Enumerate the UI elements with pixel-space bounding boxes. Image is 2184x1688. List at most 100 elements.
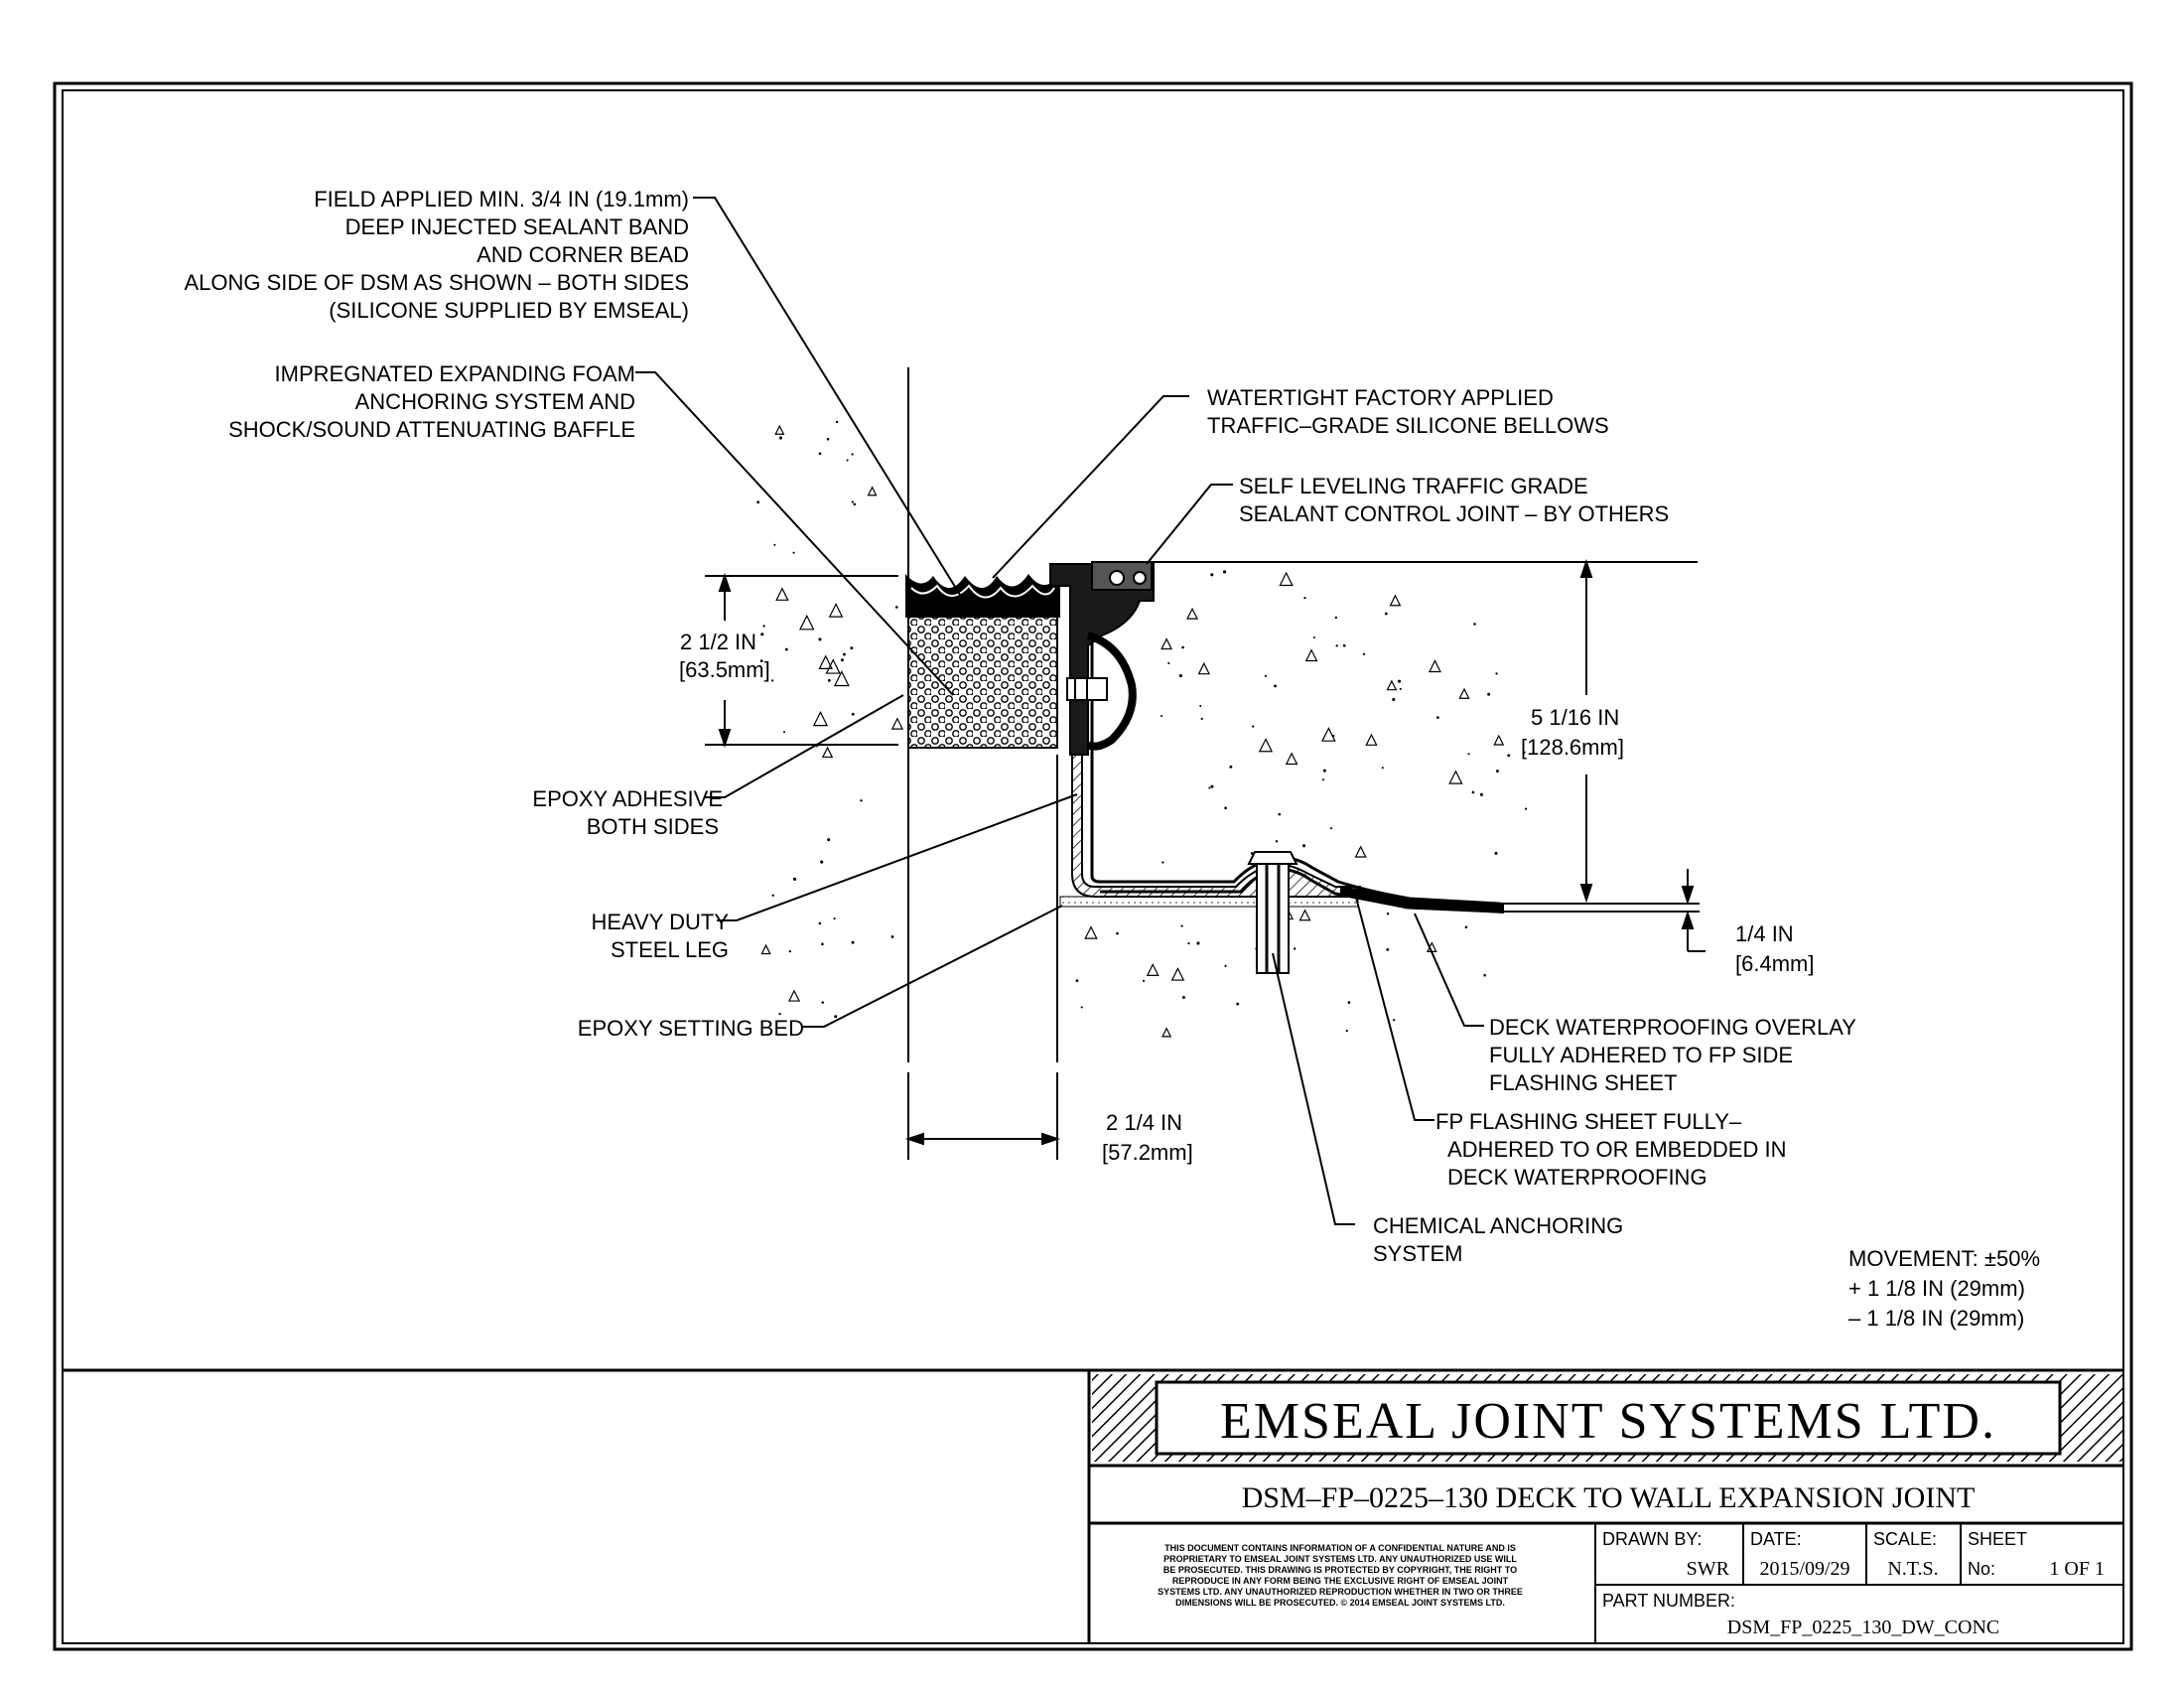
svg-text:AND CORNER BEAD: AND CORNER BEAD <box>477 242 689 267</box>
aggregate-dot <box>783 731 786 734</box>
callout-flashing: FP FLASHING SHEET FULLY– ADHERED TO OR E… <box>1435 1109 1786 1190</box>
aggregate-dot <box>1467 753 1470 756</box>
aggregate-dot <box>1275 840 1279 843</box>
date-label: DATE: <box>1750 1529 1802 1549</box>
sheet-label: SHEET <box>1968 1529 2027 1549</box>
aggregate-dot <box>1178 673 1182 678</box>
drawing-title: DSM–FP–0225–130 DECK TO WALL EXPANSION J… <box>1242 1481 1976 1514</box>
svg-text:IMPREGNATED EXPANDING FOAM: IMPREGNATED EXPANDING FOAM <box>275 361 635 386</box>
aggregate-dot <box>1274 684 1277 688</box>
callout-anchoring: CHEMICAL ANCHORING SYSTEM <box>1373 1213 1623 1266</box>
svg-text:HEAVY DUTY: HEAVY DUTY <box>591 910 729 934</box>
aggregate-dot <box>894 606 898 609</box>
callout-sealant-joint: SELF LEVELING TRAFFIC GRADE SEALANT CONT… <box>1239 474 1669 526</box>
aggregate-dot <box>833 916 836 920</box>
aggregate-dot <box>760 633 764 636</box>
aggregate-dot <box>1252 725 1255 728</box>
aggregate-dot <box>1181 645 1184 649</box>
aggregate-dot <box>1386 913 1390 915</box>
dim-width-line2: [57.2mm] <box>1102 1140 1193 1165</box>
aggregate-dot <box>1236 1002 1240 1006</box>
aggregate-mark <box>1279 571 1294 587</box>
aggregate-dot <box>1224 964 1227 967</box>
aggregate-dot <box>1303 596 1306 600</box>
dim-offset-line2: [6.4mm] <box>1735 951 1814 976</box>
aggregate-dot <box>853 502 857 506</box>
callout-setting-bed: EPOXY SETTING BED <box>578 1016 804 1041</box>
svg-text:SELF LEVELING TRAFFIC GRADE: SELF LEVELING TRAFFIC GRADE <box>1239 474 1588 498</box>
scale-label: SCALE: <box>1873 1529 1937 1549</box>
aggregate-dot <box>1075 979 1079 983</box>
aggregate-dot <box>1523 751 1526 754</box>
svg-text:SEALANT CONTROL JOINT – BY OTH: SEALANT CONTROL JOINT – BY OTHERS <box>1239 501 1669 526</box>
rail-hole <box>1109 570 1125 586</box>
aggregate-dot <box>821 1001 825 1004</box>
aggregate-dot <box>1386 948 1390 951</box>
aggregate-dot <box>759 659 763 662</box>
silicone-bellows <box>905 574 1060 618</box>
callout-epoxy-adhesive: EPOXY ADHESIVE BOTH SIDES <box>532 786 723 839</box>
aggregate-dot <box>1496 770 1499 774</box>
svg-text:STEEL LEG: STEEL LEG <box>611 937 729 962</box>
aggregate-dot <box>1479 792 1483 796</box>
bellows-wave-detail <box>910 584 1055 599</box>
aggregate-dot <box>1187 941 1190 945</box>
company-name: EMSEAL JOINT SYSTEMS LTD. <box>1220 1393 1996 1450</box>
aggregate-mark <box>1084 925 1098 939</box>
aggregate-dot <box>788 950 791 953</box>
aggregate-mark <box>1321 727 1336 742</box>
aggregate-mark <box>1285 752 1298 766</box>
aggregate-dot <box>834 1015 838 1019</box>
callout-deck-overlay: DECK WATERPROOFING OVERLAY FULLY ADHERED… <box>1489 1015 1856 1095</box>
aggregate-dot <box>1398 679 1402 683</box>
aggregate-mark <box>1186 607 1199 620</box>
aggregate-dot <box>851 500 854 503</box>
aggregate-dot <box>1278 812 1282 816</box>
aggregate-mark <box>1298 909 1311 921</box>
foam-block <box>907 613 1058 749</box>
svg-text:FP FLASHING SHEET FULLY–: FP FLASHING SHEET FULLY– <box>1435 1109 1742 1134</box>
aggregate-mark <box>1428 659 1441 673</box>
aggregate-dot <box>1210 784 1214 788</box>
aggregate-dot <box>840 658 844 662</box>
aggregate-dot <box>1208 786 1211 789</box>
aggregate-mark <box>1170 967 1185 981</box>
aggregate-dot <box>835 420 839 424</box>
svg-text:SHOCK/SOUND ATTENUATING BAFFLE: SHOCK/SOUND ATTENUATING BAFFLE <box>228 417 635 442</box>
aggregate-dot <box>1487 692 1491 696</box>
aggregate-dot <box>1167 661 1170 664</box>
aggregate-mark <box>1354 845 1367 858</box>
aggregate-mark <box>1389 594 1402 607</box>
aggregate-mark <box>828 603 844 618</box>
anchor-nut <box>1247 851 1298 865</box>
aggregate-dot <box>1229 765 1233 769</box>
aggregate-mark <box>775 587 789 601</box>
callout-steel-leg: HEAVY DUTY STEEL LEG <box>591 910 729 962</box>
svg-text:BOTH SIDES: BOTH SIDES <box>587 814 719 839</box>
aggregate-dot <box>1264 674 1268 677</box>
disclaimer-line: REPRODUCE IN ANY FORM BEING THE EXCLUSIV… <box>1172 1576 1509 1586</box>
dim-right-line2: [128.6mm] <box>1521 735 1624 760</box>
drawn-by-label: DRAWN BY: <box>1602 1529 1702 1549</box>
svg-text:SYSTEM: SYSTEM <box>1373 1241 1462 1266</box>
aggregate-dot <box>1362 652 1366 655</box>
rail-bulb <box>1086 632 1137 751</box>
aggregate-dot <box>1293 947 1297 950</box>
aggregate-dot <box>820 860 824 864</box>
dim-left-line2: [63.5mm] <box>679 657 770 682</box>
aggregate-dot <box>846 459 849 462</box>
aggregate-mark <box>774 424 785 435</box>
aggregate-dot <box>1494 851 1498 855</box>
aggregate-dot <box>818 452 822 456</box>
aggregate-dot <box>1222 570 1227 574</box>
svg-text:DEEP INJECTED SEALANT BAND: DEEP INJECTED SEALANT BAND <box>345 214 689 239</box>
aggregate-dot <box>843 652 846 656</box>
aggregate-dot <box>818 637 822 641</box>
aggregate-dot <box>1473 623 1476 626</box>
aggregate-dot <box>1381 767 1384 770</box>
svg-text:ANCHORING SYSTEM AND: ANCHORING SYSTEM AND <box>355 389 635 414</box>
aggregate-dot <box>784 647 788 651</box>
scale-value: N.T.S. <box>1887 1558 1938 1580</box>
svg-text:EPOXY SETTING BED: EPOXY SETTING BED <box>578 1016 804 1041</box>
dim-offset <box>1681 869 1706 952</box>
